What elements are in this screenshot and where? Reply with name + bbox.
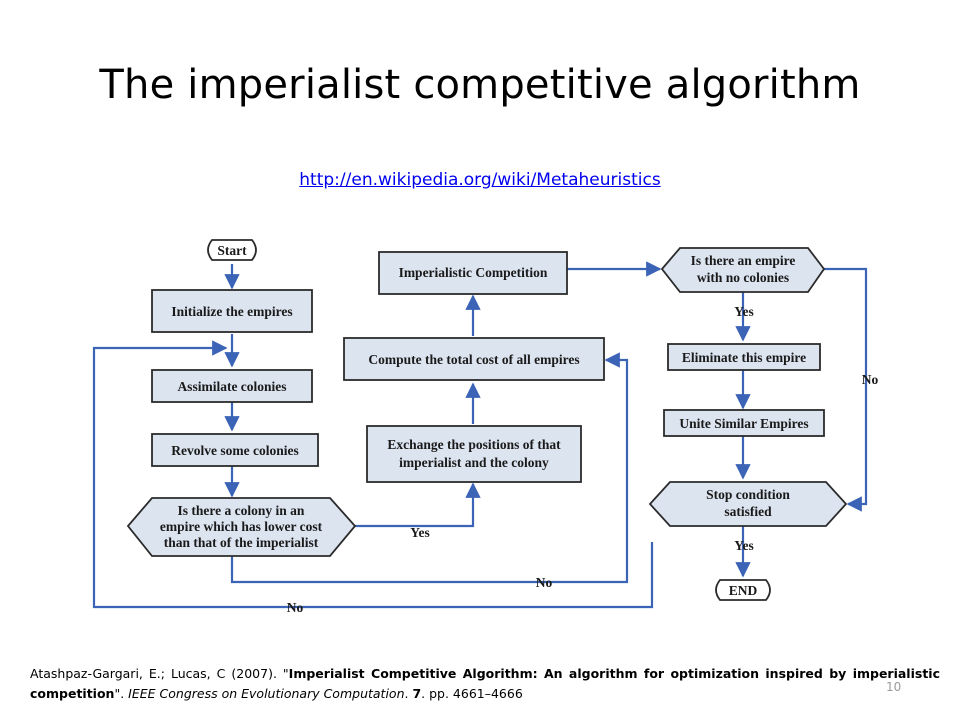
init-box — [151, 289, 313, 333]
eliminate-label: Eliminate this empire — [682, 350, 806, 365]
reference-link-container: http://en.wikipedia.org/wiki/Metaheurist… — [0, 170, 960, 190]
no-loop-label: No — [287, 600, 304, 615]
colony-condition-line3: than that of the imperialist — [164, 535, 319, 550]
citation-venue: IEEE Congress on Evolutionary Computatio… — [128, 686, 405, 701]
empire-condition-hexagon — [660, 247, 826, 293]
yes-end-label: Yes — [734, 538, 754, 553]
yes-exchange-label: Yes — [410, 525, 430, 540]
compute-box — [343, 337, 605, 381]
stop-condition-hexagon — [648, 481, 848, 527]
colony-condition-hexagon — [126, 497, 357, 557]
citation-authors: Atashpaz-Gargari, E.; Lucas, C (2007). " — [30, 666, 289, 681]
connectors — [92, 261, 868, 609]
arrow-no-loop — [92, 340, 654, 609]
end-label: END — [729, 583, 758, 598]
colony-condition-line2: empire which has lower cost — [160, 519, 323, 534]
citation-paper-title: Imperialist Competitive Algorithm: An al… — [30, 666, 940, 701]
competition-label: Imperialistic Competition — [399, 265, 548, 280]
exchange-line2: imperialist and the colony — [399, 455, 549, 470]
yes-eliminate-label: Yes — [734, 304, 754, 319]
citation-after-title: ". — [114, 686, 129, 701]
stop-condition-line2: satisfied — [724, 504, 772, 519]
revolve-label: Revolve some colonies — [171, 443, 298, 458]
assimilate-box — [151, 369, 313, 403]
exchange-box — [366, 425, 582, 483]
colony-condition-line1: Is there a colony in an — [178, 503, 305, 518]
stop-condition-line1: Stop condition — [706, 487, 790, 502]
citation-volume: 7 — [412, 686, 422, 701]
start-label: Start — [217, 243, 247, 258]
slide-title: The imperialist competitive algorithm — [99, 62, 861, 108]
init-label: Initialize the empires — [171, 304, 292, 319]
unite-box — [663, 409, 825, 437]
end-terminator — [715, 579, 771, 601]
arrow-no-stop — [823, 267, 868, 512]
arrow-yes-exchange — [355, 482, 481, 528]
citation-sep: . — [404, 686, 413, 701]
competition-box — [378, 251, 568, 295]
no-stop-label: No — [862, 372, 879, 387]
ica-flowchart: Start Initialize the empires Assimilate … — [80, 226, 880, 631]
metaheuristics-link[interactable]: http://en.wikipedia.org/wiki/Metaheurist… — [299, 170, 661, 190]
flowchart-svg: Start Initialize the empires Assimilate … — [92, 239, 879, 615]
arrow-no-compute — [230, 352, 629, 584]
unite-label: Unite Similar Empires — [679, 416, 808, 431]
exchange-line1: Exchange the positions of that — [387, 437, 561, 452]
start-terminator — [207, 239, 257, 261]
slide-number: 10 — [886, 680, 902, 694]
assimilate-label: Assimilate colonies — [177, 379, 286, 394]
empire-condition-line2: with no colonies — [697, 270, 789, 285]
revolve-box — [151, 433, 319, 467]
citation-pages: . pp. 4661–4666 — [421, 686, 523, 701]
eliminate-box — [667, 343, 821, 371]
no-compute-label: No — [536, 575, 553, 590]
citation: Atashpaz-Gargari, E.; Lucas, C (2007). "… — [30, 664, 940, 704]
empire-condition-line1: Is there an empire — [691, 253, 796, 268]
compute-label: Compute the total cost of all empires — [368, 352, 579, 367]
